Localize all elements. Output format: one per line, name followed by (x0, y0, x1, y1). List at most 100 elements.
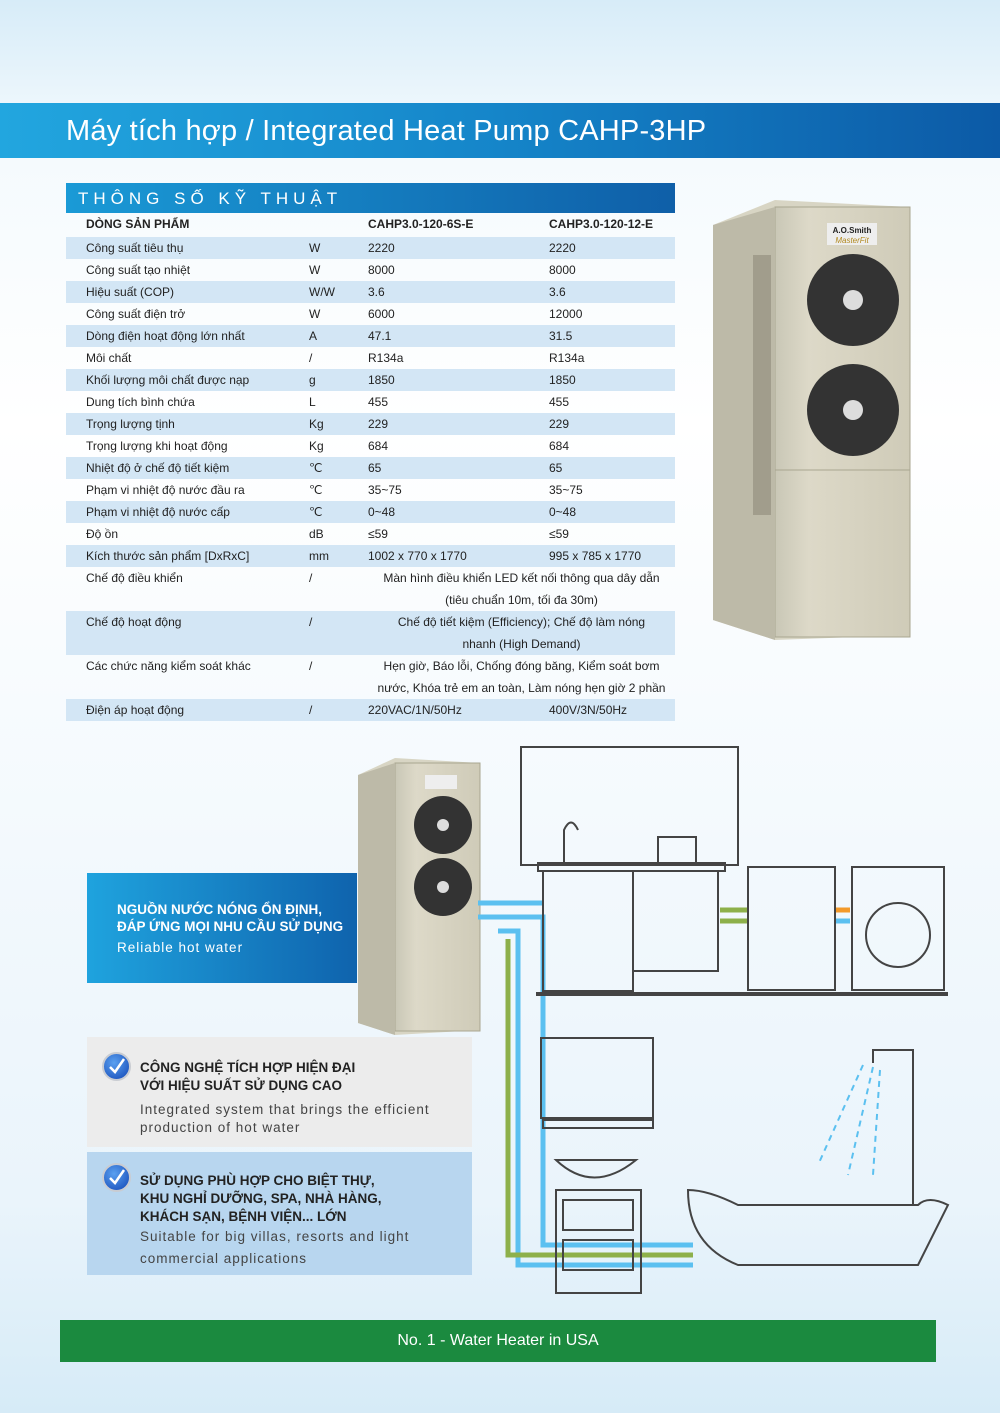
spec-label: Môi chất (86, 351, 132, 365)
washing-machine-icon (851, 866, 945, 991)
spec-value-model-1: 684 (368, 439, 389, 453)
bathtub-icon (686, 1188, 950, 1266)
spec-value-model-1: 2220 (368, 241, 395, 255)
spec-value-line: nước, Khóa trẻ em an toàn, Làm nóng hẹn … (377, 681, 666, 695)
spec-value-shared: Màn hình điều khiển LED kết nối thông qu… (368, 567, 675, 611)
spec-label: Công suất điện trở (86, 307, 186, 321)
vanity-cabinet (555, 1189, 642, 1294)
heat-pump-small-image (358, 758, 481, 1035)
dishwasher-icon (747, 866, 836, 991)
spec-unit: / (309, 615, 313, 629)
svg-text:MasterFit: MasterFit (835, 236, 869, 245)
spec-value-line: Hẹn giờ, Báo lỗi, Chống đóng băng, Kiểm … (383, 659, 660, 673)
spec-label: Công suất tạo nhiệt (86, 263, 191, 277)
spec-value-model-1: 0~48 (368, 505, 396, 519)
feature-suitable-applications: SỬ DỤNG PHÙ HỢP CHO BIỆT THỰ, KHU NGHỈ D… (87, 1152, 472, 1275)
spec-value-model-1: R134a (368, 351, 404, 365)
shower-icon (872, 1049, 914, 1205)
spec-value-model-2: 229 (549, 417, 570, 431)
footer-banner: No. 1 - Water Heater in USA (60, 1320, 936, 1362)
feature-english: Integrated system that brings the effici… (140, 1102, 430, 1117)
feature-english: Reliable hot water (117, 940, 244, 955)
feature-title: KHÁCH SẠN, BỆNH VIỆN... LỚN (140, 1209, 347, 1224)
checkmark-icon (102, 1163, 131, 1192)
spec-row: Chế độ hoạt động / Chế độ tiết kiệm (Effic… (66, 611, 675, 655)
spec-label: Dung tích bình chứa (86, 395, 195, 409)
spec-label: Hiệu suất (COP) (86, 285, 175, 299)
feature-english: commercial applications (140, 1251, 308, 1266)
spec-label: Chế độ điều khiển (86, 571, 183, 585)
spec-value-model-2: 35~75 (549, 483, 583, 497)
spec-unit: A (309, 329, 318, 343)
feature-english: production of hot water (140, 1120, 301, 1135)
spec-unit: W (309, 241, 321, 255)
spec-unit: / (309, 351, 313, 365)
spec-value-model-1: 220VAC/1N/50Hz (368, 703, 462, 717)
spec-label: Phạm vi nhiệt độ nước cấp (86, 505, 230, 519)
spec-unit: L (309, 395, 316, 409)
header-model-2: CAHP3.0-120-12-E (549, 217, 654, 231)
faucet-icon (563, 821, 579, 863)
page-title: Máy tích hợp / Integrated Heat Pump CAHP… (66, 115, 707, 147)
header-label: DÒNG SẢN PHẨM (86, 217, 190, 231)
spec-value-model-2: R134a (549, 351, 585, 365)
spec-value-model-2: 8000 (549, 263, 576, 277)
spec-value-model-2: 684 (549, 439, 570, 453)
spec-value-model-2: ≤59 (549, 527, 569, 541)
header-model-1: CAHP3.0-120-6S-E (368, 217, 474, 231)
spec-label: Khối lượng môi chất được nạp (86, 373, 250, 387)
spec-label: Các chức năng kiểm soát khác (86, 659, 251, 673)
feature-title: KHU NGHỈ DƯỠNG, SPA, NHÀ HÀNG, (140, 1191, 382, 1206)
spec-table: THÔNG SỐ KỸ THUẬT DÒNG SẢN PHẨM CAHP3.0-… (66, 183, 675, 721)
feature-english: Suitable for big villas, resorts and lig… (140, 1229, 410, 1244)
spec-value-model-1: 3.6 (368, 285, 385, 299)
spec-heading: THÔNG SỐ KỸ THUẬT (66, 183, 675, 213)
spec-value-model-2: 0~48 (549, 505, 577, 519)
spec-label: Phạm vi nhiệt độ nước đầu ra (86, 483, 245, 497)
spec-value-model-1: ≤59 (368, 527, 388, 541)
spec-row: Phạm vi nhiệt độ nước đầu ra ℃ 35~75 35~75 (66, 479, 675, 501)
spec-row: Môi chất / R134a R134a (66, 347, 675, 369)
spec-unit: ℃ (309, 483, 323, 497)
brand-logo (827, 223, 877, 245)
spec-unit: dB (309, 527, 324, 541)
spec-row: Chế độ điều khiển/Màn hình điều khiển LE… (66, 567, 675, 611)
spec-value-model-1: 47.1 (368, 329, 392, 343)
spec-row: Hiệu suất (COP) W/W 3.6 3.6 (66, 281, 675, 303)
pot-icon (657, 836, 697, 864)
feature-title: NGUỒN NƯỚC NÓNG ỔN ĐỊNH, (117, 902, 322, 917)
spec-label: Trọng lượng tịnh (86, 417, 175, 431)
spec-value-model-1: 229 (368, 417, 389, 431)
spec-value-model-2: 3.6 (549, 285, 566, 299)
spec-value-shared: Hẹn giờ, Báo lỗi, Chống đóng băng, Kiểm … (368, 655, 675, 699)
spec-value-model-2: 65 (549, 461, 563, 475)
spec-unit: / (309, 703, 313, 717)
spec-value-model-1: 35~75 (368, 483, 402, 497)
spec-value-line: Màn hình điều khiển LED kết nối thông qu… (383, 571, 660, 585)
sink-icon (553, 1159, 639, 1179)
spec-unit: W (309, 263, 321, 277)
title-bar: Máy tích hợp / Integrated Heat Pump CAHP… (0, 103, 1000, 158)
spec-value-line: Chế độ tiết kiệm (Efficiency); Chế độ là… (397, 615, 646, 629)
spec-value-model-2: 12000 (549, 307, 583, 321)
feature-title: CÔNG NGHỆ TÍCH HỢP HIỆN ĐẠI (140, 1060, 356, 1075)
spec-unit: g (309, 373, 316, 387)
spec-value-model-1: 8000 (368, 263, 395, 277)
spec-label: Công suất tiêu thụ (86, 241, 184, 255)
water-pipes (478, 900, 850, 1268)
spec-value-shared: Chế độ tiết kiệm (Efficiency); Chế độ là… (368, 611, 675, 655)
heat-pump-product-image: A.O.Smith MasterFit (713, 200, 911, 640)
spec-value-model-1: 6000 (368, 307, 395, 321)
checkmark-icon (102, 1052, 131, 1081)
header-unit (309, 213, 368, 237)
spec-label: Chế độ hoạt động (86, 615, 182, 629)
spec-unit: W/W (309, 285, 335, 299)
spec-unit: / (309, 659, 313, 673)
spec-value-model-1: 1850 (368, 373, 395, 387)
